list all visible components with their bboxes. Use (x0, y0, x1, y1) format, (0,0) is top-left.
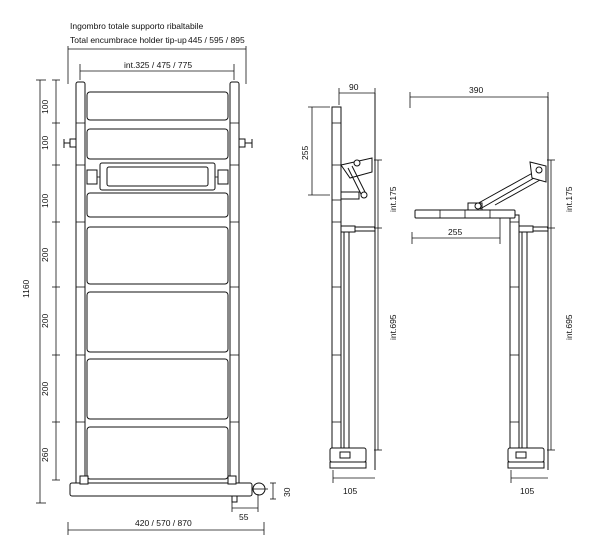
open-int-lower-label: int.695 (564, 314, 574, 340)
base-offset-dimensions: 30 55 (231, 482, 292, 522)
wall-bracket-right (238, 138, 253, 148)
base-width-label: 420 / 570 / 870 (135, 518, 192, 528)
panel-8 (86, 426, 229, 480)
closed-bracket-height-label: 255 (300, 146, 310, 160)
open-shelf (414, 202, 516, 219)
side-view-open: 390 (409, 85, 574, 496)
segment-label-7: 260 (40, 448, 50, 462)
base-bar (69, 482, 253, 497)
offset-horizontal-label: 55 (239, 512, 249, 522)
open-tip-up-mechanism (474, 161, 547, 210)
overall-width-dimension (67, 46, 247, 84)
open-shelf-length-label: 255 (448, 227, 462, 237)
closed-base-depth-label: 105 (343, 486, 357, 496)
segment-label-1: 100 (40, 100, 50, 114)
panel-2 (86, 128, 229, 160)
panel-6 (86, 291, 229, 353)
total-height-label: 1160 (21, 279, 31, 298)
closed-int-upper-label: int.175 (388, 186, 398, 212)
left-upright (75, 81, 86, 487)
closed-depth-label: 90 (349, 82, 359, 92)
open-int-upper-label: int.175 (564, 186, 574, 212)
towel-radiator-front (63, 81, 268, 503)
open-upright (509, 214, 520, 453)
overall-widths-label: 445 / 595 / 895 (188, 35, 245, 45)
base-width-dimension: 420 / 570 / 870 (67, 518, 265, 535)
open-base-depth-label: 105 (520, 486, 534, 496)
side-view-closed: 90 255 (300, 82, 398, 496)
tip-up-holder (86, 162, 229, 191)
wall-bracket-left (63, 138, 77, 148)
inner-width-dimension: int.325 / 475 / 775 (79, 60, 235, 80)
closed-tip-up-mechanism (340, 157, 373, 200)
closed-upright (331, 106, 342, 451)
segment-label-3: 100 (40, 194, 50, 208)
header-italian: Ingombro totale supporto ribaltabile (70, 21, 204, 31)
segment-dimension-chain: 100 100 100 200 200 200 260 (40, 79, 60, 481)
panel-1 (86, 91, 229, 121)
right-upright (229, 81, 240, 487)
panel-7 (86, 358, 229, 420)
total-height-dimension: 1160 (21, 79, 46, 504)
segment-label-5: 200 (40, 314, 50, 328)
segment-label-6: 200 (40, 382, 50, 396)
offset-vertical-label: 30 (282, 487, 292, 497)
panel-5 (86, 226, 229, 285)
panel-4 (86, 192, 229, 218)
segment-label-2: 100 (40, 136, 50, 150)
open-depth-label: 390 (469, 85, 483, 95)
closed-int-lower-label: int.695 (388, 314, 398, 340)
segment-label-4: 200 (40, 248, 50, 262)
header-english: Total encumbrace holder tip-up (70, 35, 187, 45)
inner-width-label: int.325 / 475 / 775 (124, 60, 192, 70)
